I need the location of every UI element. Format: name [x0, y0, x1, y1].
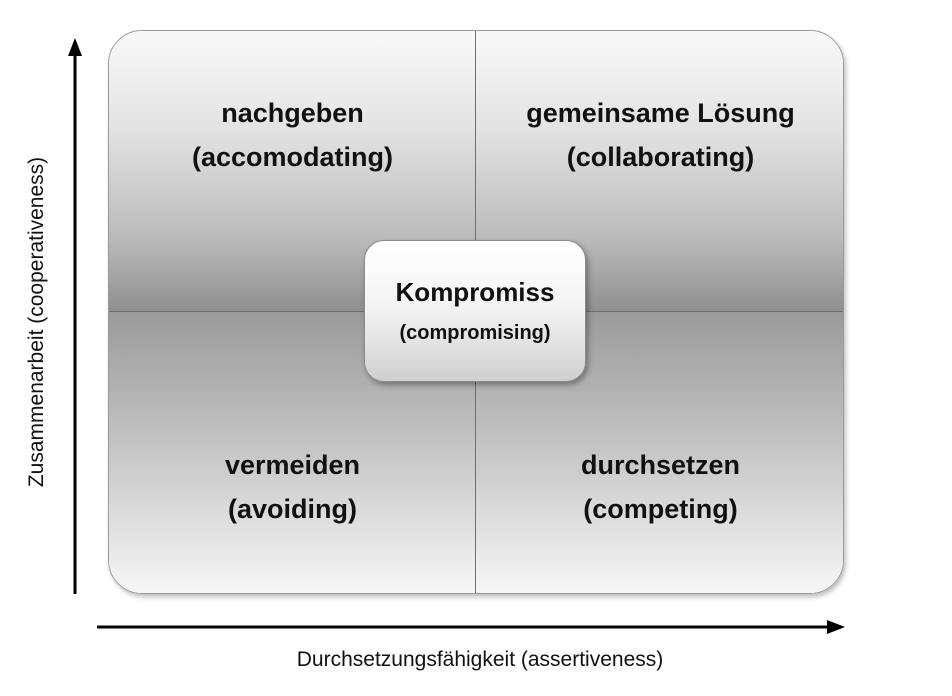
quadrant-bottom-right-title: durchsetzen: [580, 450, 741, 480]
y-axis-arrowhead: [68, 38, 82, 56]
quadrant-top-right-text: gemeinsame Lösung (collaborating): [476, 91, 843, 179]
quadrant-bottom-left-title: vermeiden: [224, 450, 361, 480]
quadrant-top-right: gemeinsame Lösung (collaborating): [476, 31, 843, 311]
quadrant-top-left: nachgeben (accomodating): [109, 31, 476, 311]
quadrant-top-left-title: nachgeben: [221, 98, 364, 128]
quadrant-top-left-subtitle: (accomodating): [191, 142, 393, 172]
quadrant-top-left-text: nachgeben (accomodating): [109, 91, 476, 179]
quadrant-top-right-title: gemeinsame Lösung: [526, 98, 795, 128]
quadrant-top-right-subtitle: (collaborating): [566, 142, 755, 172]
x-axis-label: Durchsetzungsfähigkeit (assertiveness): [296, 648, 664, 671]
quadrant-bottom-right-text: durchsetzen (competing): [476, 443, 843, 531]
quadrant-bottom-left-subtitle: (avoiding): [228, 494, 357, 524]
center-compromise-box: Kompromiss (compromising): [364, 240, 586, 382]
center-subtitle: (compromising): [399, 322, 551, 344]
quadrant-bottom-right-subtitle: (competing): [583, 494, 738, 524]
quadrant-bottom-left-text: vermeiden (avoiding): [109, 443, 476, 531]
center-title: Kompromiss: [395, 277, 555, 307]
y-axis-label: Zusammenarbeit (cooperativeness): [25, 156, 48, 488]
x-axis-arrowhead: [827, 620, 845, 634]
